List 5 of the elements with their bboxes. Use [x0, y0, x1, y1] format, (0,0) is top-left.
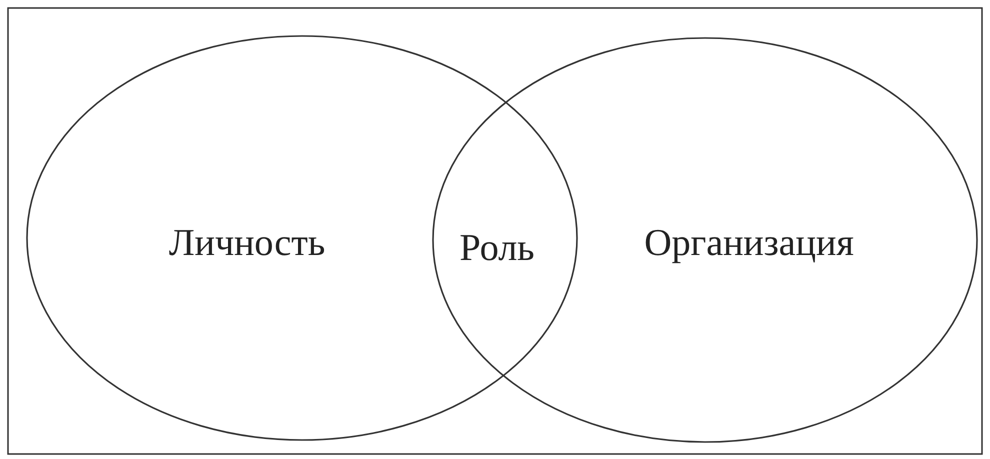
- intersection-label: Роль: [460, 226, 534, 270]
- venn-ellipse: [26, 35, 578, 441]
- set-label: Организация: [644, 221, 854, 265]
- venn-ellipse: [432, 37, 978, 443]
- set-label: Личность: [168, 221, 326, 265]
